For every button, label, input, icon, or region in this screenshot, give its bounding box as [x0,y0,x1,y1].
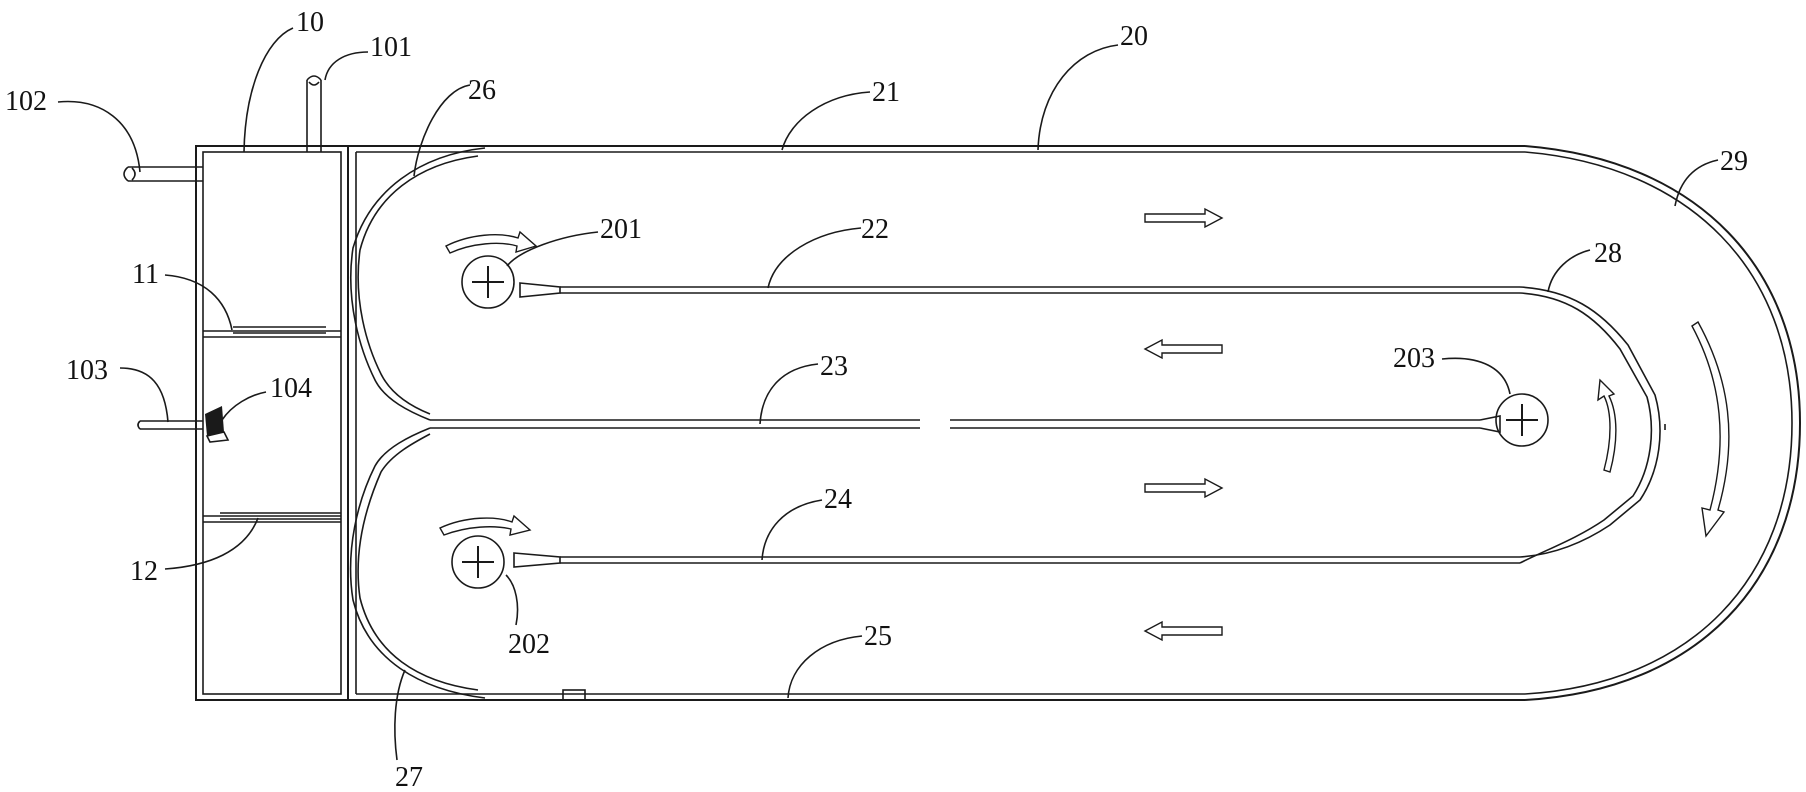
flow-arrow-left-bottom [1143,620,1223,642]
rotation-arrow-201 [445,230,538,254]
label-28: 28 [1594,238,1622,269]
aerator-203 [1495,393,1549,447]
outlet-marker [562,689,586,701]
label-10: 10 [296,7,324,38]
label-27: 27 [395,762,423,792]
label-12: 12 [130,556,158,587]
aerator-202 [451,535,505,589]
divider-22 [519,282,1520,298]
raceway-pond [348,145,1802,701]
baffle-12 [220,512,341,520]
divider-23 [430,415,1501,433]
label-203: 203 [1393,343,1435,374]
label-22: 22 [861,214,889,245]
label-101: 101 [370,32,412,63]
pipe-101 [306,75,322,152]
label-202: 202 [508,629,550,660]
label-26: 26 [468,75,496,106]
pipe-103 [137,420,203,430]
label-103: 103 [66,355,108,386]
label-11: 11 [132,259,159,290]
label-23: 23 [820,351,848,382]
pretreatment-box [195,145,357,701]
flow-arrow-left-upper [1143,338,1223,360]
curved-wall-28 [1519,286,1661,564]
rotation-arrow-202 [439,514,532,536]
deflector-27 [349,427,486,699]
pipe-102 [123,163,203,185]
flow-arrow-right-top [1144,207,1224,229]
leader-lines [57,27,1719,761]
aerator-201 [461,255,515,309]
label-29: 29 [1720,146,1748,177]
flow-arrow-right-lower [1144,477,1224,499]
label-24: 24 [824,484,852,515]
label-21: 21 [872,77,900,108]
baffle-11 [233,326,326,334]
label-25: 25 [864,621,892,652]
rotation-arrow-203 [1597,378,1617,473]
divider-24 [513,552,1520,568]
deflector-26 [350,147,486,421]
flow-arrow-outer-right [1691,320,1730,538]
label-104: 104 [270,373,312,404]
label-102: 102 [5,86,47,117]
label-20: 20 [1120,21,1148,52]
device-104 [205,406,230,443]
label-201: 201 [600,214,642,245]
